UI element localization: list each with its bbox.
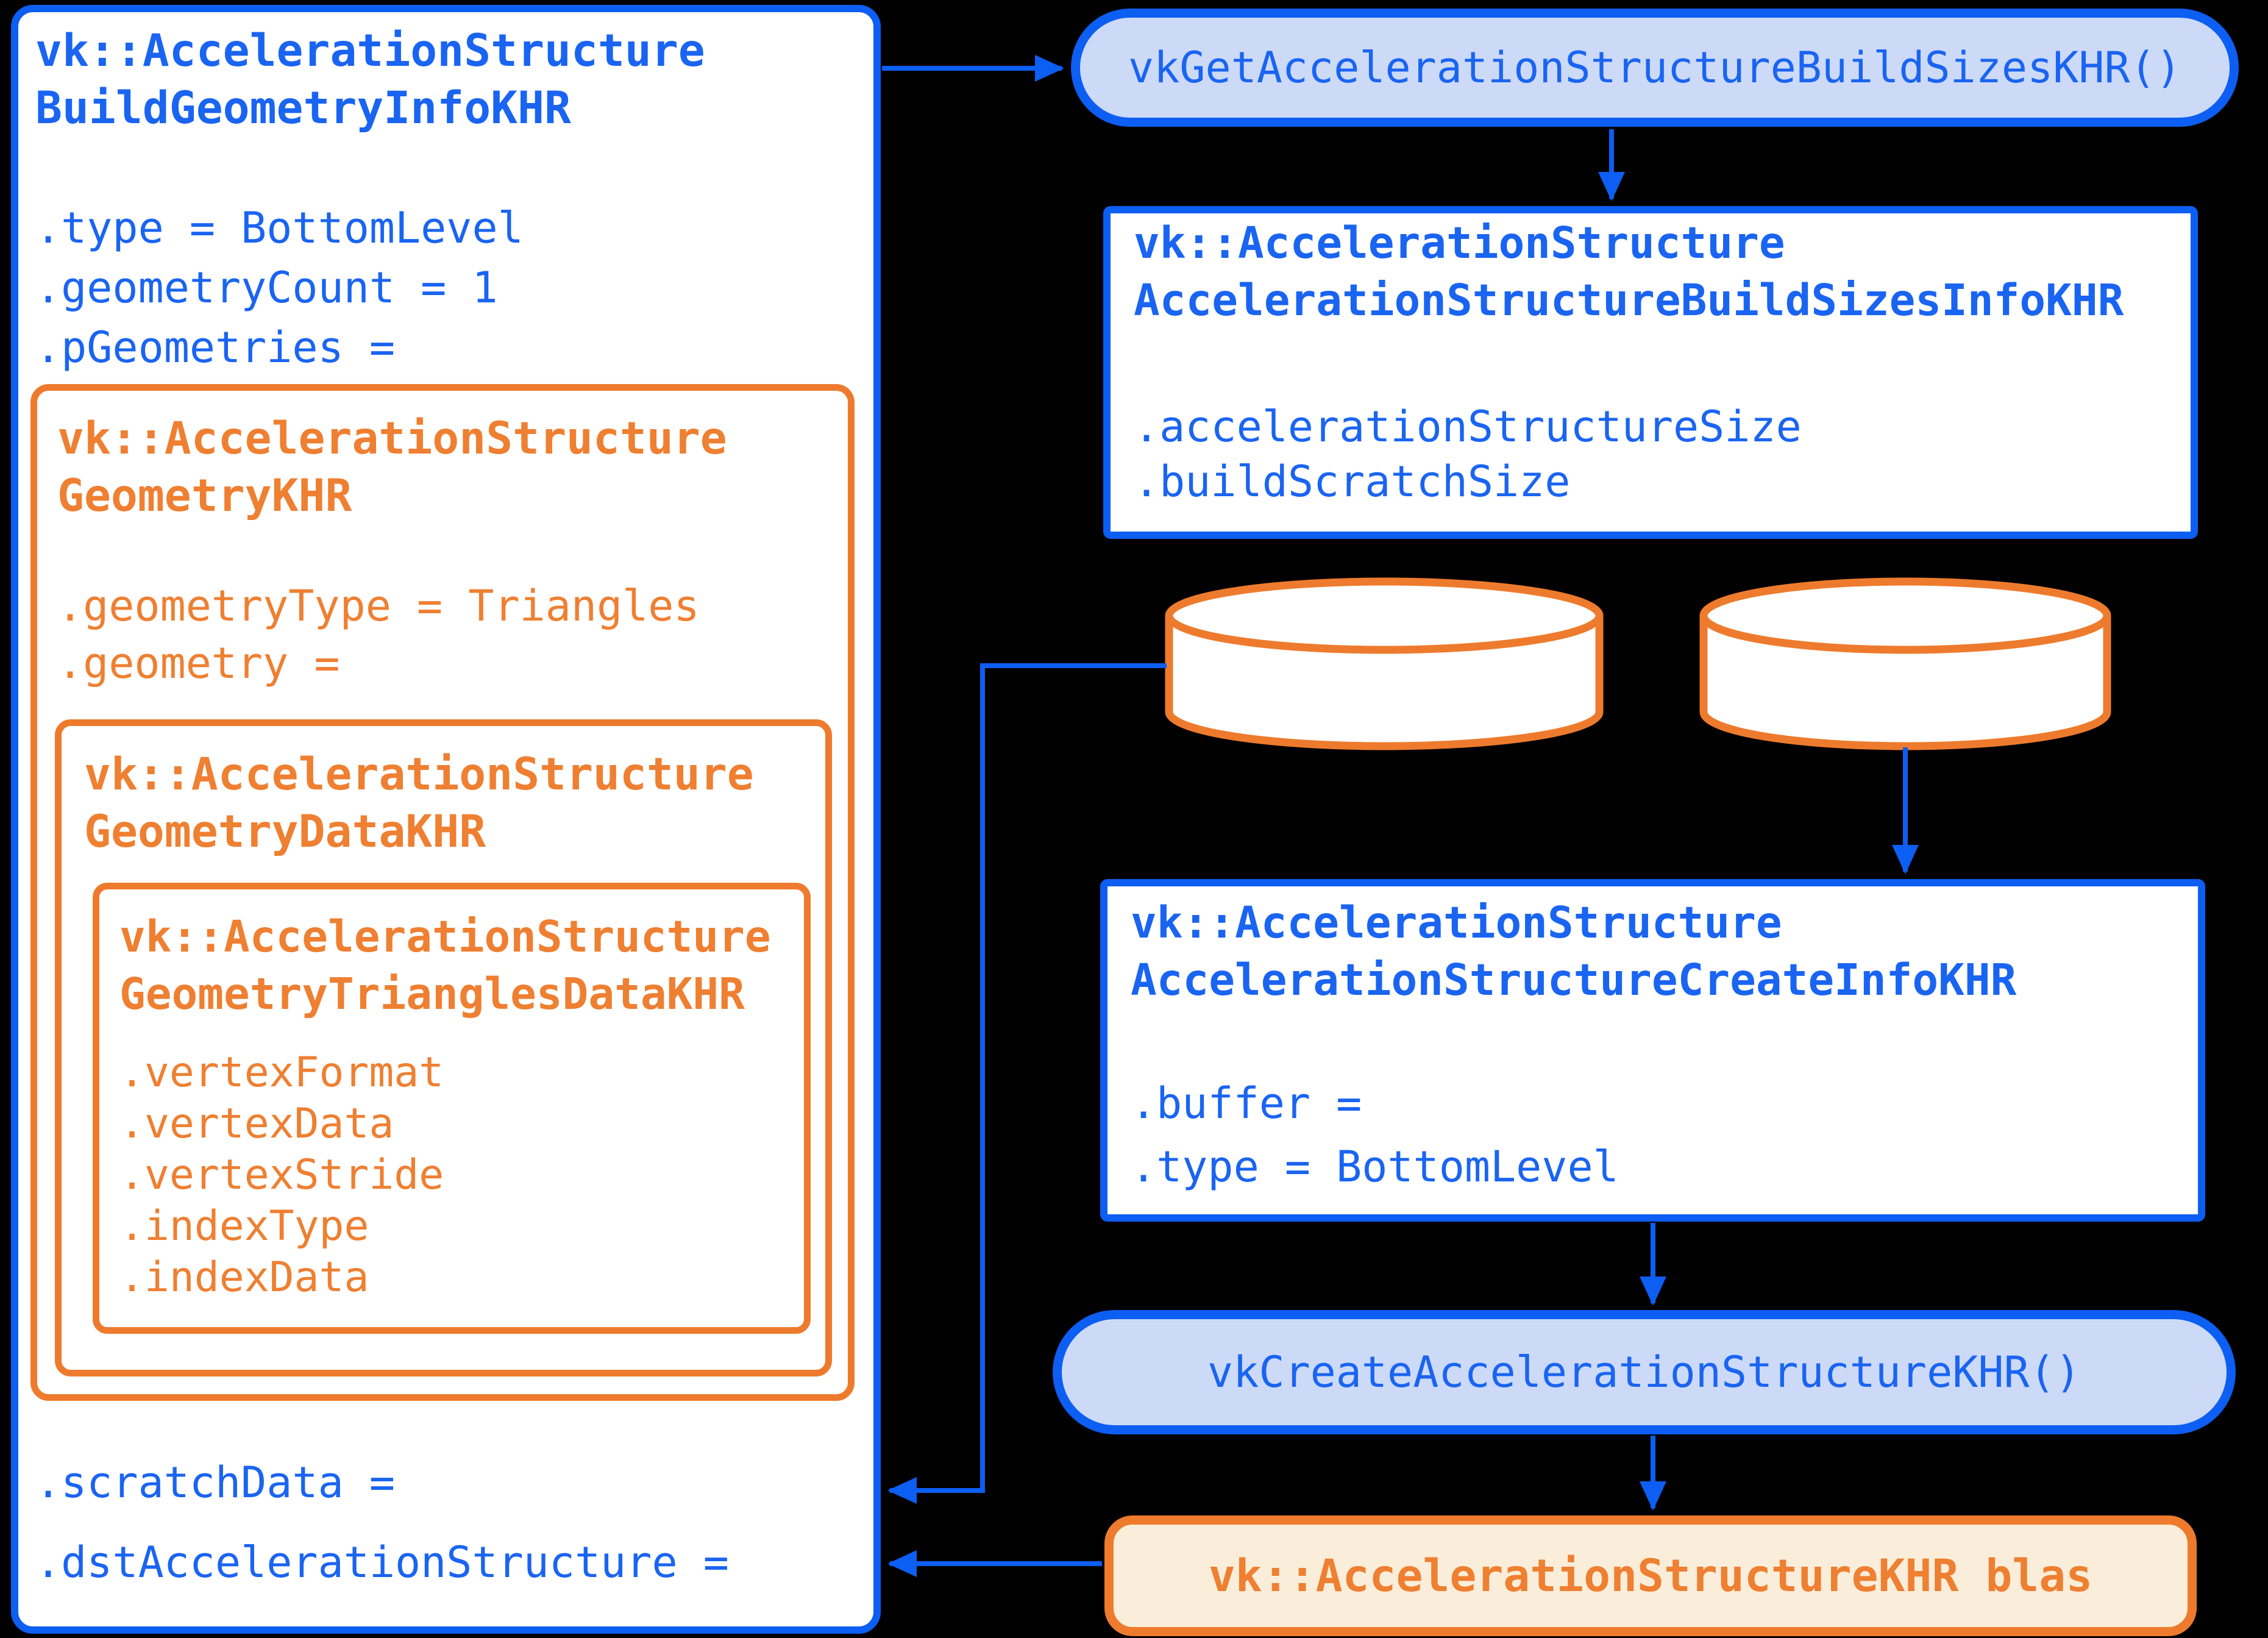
dst-acceleration-structure-field: .dstAccelerationStructure = [35, 1537, 729, 1587]
get-build-sizes-pill: vkGetAccelerationStructureBuildSizesKHR(… [1071, 9, 2239, 127]
build-sizes-info-box [1103, 206, 2198, 539]
geometry-fields: .geometryType = Triangles .geometry = [57, 581, 700, 688]
scratch-data-field: .scratchData = [35, 1458, 396, 1508]
create-info-fields: .buffer = .type = BottomLevel [1131, 1078, 1619, 1192]
create-info-title: vk::AccelerationStructure AccelerationSt… [1131, 897, 2017, 1005]
create-acceleration-structure-label: vkCreateAccelerationStructureKHR() [1207, 1347, 2081, 1397]
triangles-data-title: vk::AccelerationStructure GeometryTriang… [119, 911, 771, 1019]
blas-result-box: vk::AccelerationStructureKHR blas [1104, 1515, 2197, 1636]
scratch-buffer-cylinder-icon [1165, 577, 1604, 750]
arrow-scratch-buffer-to-scratch-data [887, 663, 1167, 1504]
triangles-data-fields: .vertexFormat .vertexData .vertexStride … [119, 1049, 444, 1301]
build-sizes-info-title: vk::AccelerationStructure AccelerationSt… [1134, 218, 2124, 326]
geometry-data-title: vk::AccelerationStructure GeometryDataKH… [84, 749, 754, 858]
triangles-data-box [93, 883, 811, 1334]
build-sizes-info-fields: .accelerationStructureSize .buildScratch… [1134, 402, 1802, 507]
create-acceleration-structure-pill: vkCreateAccelerationStructureKHR() [1053, 1310, 2236, 1434]
blas-buffer-cylinder-icon [1699, 577, 2111, 750]
create-info-box [1100, 879, 2205, 1222]
get-build-sizes-label: vkGetAccelerationStructureBuildSizesKHR(… [1128, 43, 2181, 93]
build-geometry-info-title: vk::AccelerationStructure BuildGeometryI… [35, 25, 705, 134]
geometry-title: vk::AccelerationStructure GeometryKHR [57, 413, 727, 522]
blas-result-label: vk::AccelerationStructureKHR blas [1208, 1550, 2093, 1602]
build-geometry-info-fields: .type = BottomLevel .geometryCount = 1 .… [35, 203, 524, 372]
